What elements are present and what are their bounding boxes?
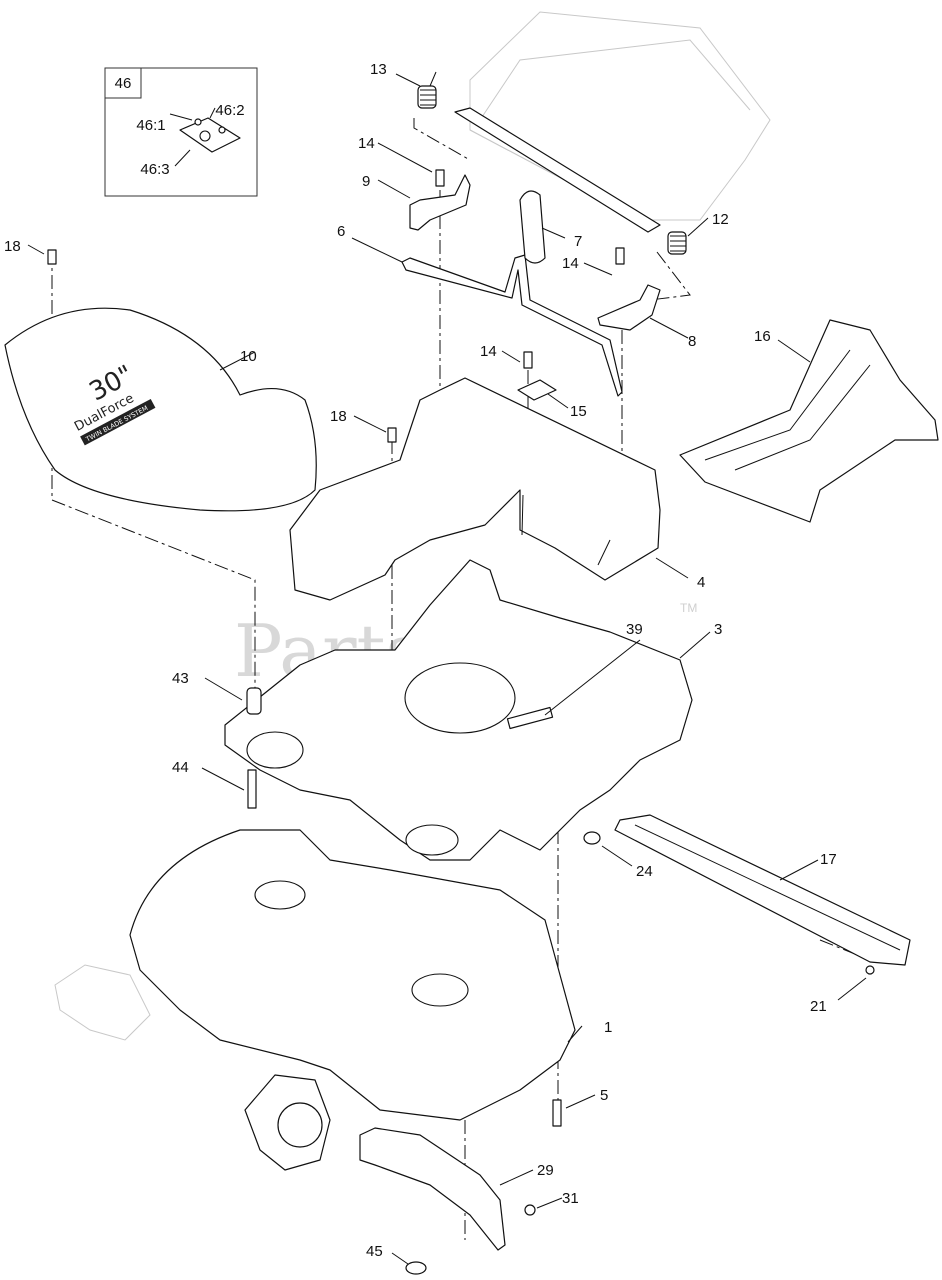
bracket-9 [409,174,471,231]
bracket-8 [597,284,661,331]
screw-31 [524,1204,536,1216]
bolt-14-right [615,247,625,265]
callout-14-upper: 14 [358,135,375,152]
callout-29: 29 [537,1162,554,1179]
callout-15: 15 [570,403,587,420]
spring-13 [417,71,437,109]
callout-21: 21 [810,998,827,1015]
seat-hinge-rod [454,107,661,233]
bracket-29 [359,1127,506,1251]
callout-31: 31 [562,1190,579,1207]
callout-46-2: 46:2 [215,102,244,119]
callout-4: 4 [697,574,705,591]
callout-14-middle: 14 [480,343,497,360]
frame-hole-bottom [405,824,459,856]
callout-14-right: 14 [562,255,579,272]
callout-3: 3 [714,621,722,638]
bolt-14-middle [523,351,533,369]
callout-18-left: 18 [4,238,21,255]
plate-15 [517,379,557,401]
frame-hole-large [404,662,516,734]
callout-17: 17 [820,851,837,868]
callout-1: 1 [604,1019,612,1036]
callout-6: 6 [337,223,345,240]
callout-24: 24 [636,863,653,880]
callout-13: 13 [370,61,387,78]
bolt-14-upper [435,169,445,187]
callout-5: 5 [600,1087,608,1104]
callout-43: 43 [172,670,189,687]
callout-7: 7 [574,233,582,250]
callout-18-middle: 18 [330,408,347,425]
grip-7 [519,190,546,264]
hood-cover-10: 30" DualForce TWIN BLADE SYSTEM [4,307,317,512]
callout-16: 16 [754,328,771,345]
callout-labels: 1 3 4 5 6 7 8 9 10 12 13 14 14 14 15 16 … [4,61,837,1260]
callout-8: 8 [688,333,696,350]
spring-12 [667,231,687,255]
deck-spindle-hole-left [254,880,306,910]
top-cover-4 [289,377,661,601]
frame-3 [224,559,693,861]
seat-outline [469,11,771,221]
inset-46-label: 46 [115,75,132,92]
rod-6 [401,254,623,397]
callout-46-3: 46:3 [140,161,169,178]
bolt-18-middle [387,427,397,443]
callout-10: 10 [240,348,257,365]
spacer-43 [246,687,262,715]
deck-1 [129,829,576,1121]
callout-44: 44 [172,759,189,776]
screw-21 [865,965,875,975]
deck-wheel-assembly [244,1074,331,1171]
callout-46-1: 46:1 [136,117,165,134]
bolt-5 [552,1099,562,1127]
inset-46: 46 46:1 46:2 46:3 [104,67,258,197]
watermark-tm: TM [680,601,697,615]
frame-hole-left [246,731,304,769]
rail-17 [614,814,911,966]
bolt-44 [247,769,257,809]
bolt-18-left [47,249,57,265]
seat-support-16 [679,319,939,523]
decal-39 [506,706,554,730]
callout-39: 39 [626,621,643,638]
callout-45: 45 [366,1243,383,1260]
deck-spindle-hole-right [411,973,469,1007]
callout-12: 12 [712,211,729,228]
wheel-assembly-ghost [54,964,151,1041]
nut-45 [405,1261,427,1275]
callout-leaders [27,73,867,1265]
callout-9: 9 [362,173,370,190]
pad-24 [583,831,601,845]
